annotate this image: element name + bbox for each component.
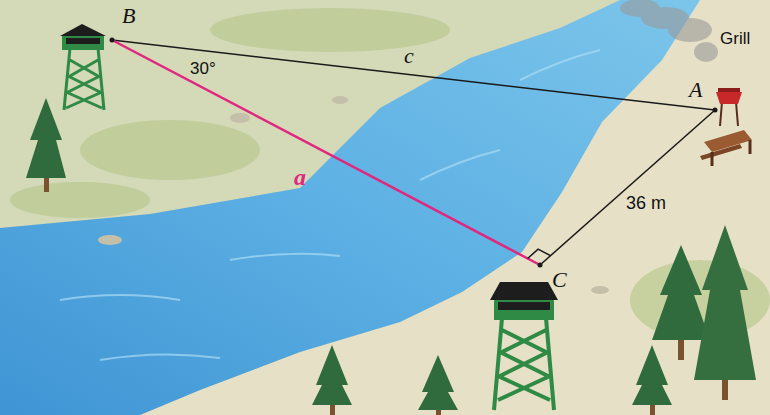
dimension-label: 36 m xyxy=(626,194,666,214)
watch-tower-part xyxy=(62,36,104,50)
tree-part xyxy=(632,345,672,405)
vertex-point xyxy=(713,108,718,113)
river-highlights xyxy=(60,50,600,360)
grill-part xyxy=(718,88,740,92)
angle-label: 30° xyxy=(190,60,216,79)
watch-tower-part xyxy=(60,24,106,36)
place-label: Grill xyxy=(720,30,750,49)
watch-tower-part xyxy=(490,282,558,300)
river-highlights-part xyxy=(100,354,220,360)
vertex-label: B xyxy=(122,4,135,28)
tree-part xyxy=(694,225,756,380)
grass-part xyxy=(80,120,260,180)
rocks-part xyxy=(230,113,250,123)
vertex-point xyxy=(110,38,115,43)
watch-tower-part xyxy=(498,302,550,310)
triangle xyxy=(110,38,718,268)
side-a xyxy=(112,40,540,265)
tree xyxy=(632,345,672,415)
vertex-point xyxy=(538,263,543,268)
watch-tower xyxy=(490,282,558,410)
river-highlights-part xyxy=(60,295,180,300)
river-highlights-part xyxy=(420,150,500,180)
watch-tower-part xyxy=(66,38,100,44)
side-b xyxy=(540,110,715,265)
tree xyxy=(418,355,458,415)
tree-part xyxy=(652,245,710,340)
grill xyxy=(716,88,742,126)
tree-part xyxy=(26,98,66,178)
rocks-part xyxy=(332,96,348,104)
picnic-table xyxy=(700,130,752,166)
watch-tower xyxy=(60,24,106,110)
watch-tower-part xyxy=(64,48,104,110)
grass-part xyxy=(10,182,150,218)
grill-part xyxy=(716,92,742,104)
vertex-label: A xyxy=(689,78,702,102)
side-label: c xyxy=(404,44,414,68)
right-angle-mark xyxy=(528,249,551,258)
watch-tower-part xyxy=(494,318,554,410)
side-label: a xyxy=(294,164,306,190)
grill-smoke xyxy=(620,0,718,62)
rocks xyxy=(98,96,609,294)
tree xyxy=(312,345,352,415)
grill-part xyxy=(720,102,738,126)
river-highlights-part xyxy=(520,50,600,80)
rocks-part xyxy=(98,235,122,245)
tree-part xyxy=(312,345,352,405)
picnic-table-part xyxy=(712,140,750,166)
watch-tower-part xyxy=(494,300,554,320)
river xyxy=(0,0,700,415)
tree xyxy=(694,225,756,400)
grill-smoke-part xyxy=(620,0,660,17)
side-c xyxy=(112,40,715,110)
river-highlights-part xyxy=(230,254,340,260)
grass-part xyxy=(210,8,450,52)
rocks-part xyxy=(591,286,609,294)
grill-smoke-part xyxy=(694,42,718,62)
tree-part xyxy=(418,355,458,410)
vertex-label: C xyxy=(552,268,567,292)
picnic-table-part xyxy=(700,144,742,160)
tree xyxy=(26,98,66,192)
